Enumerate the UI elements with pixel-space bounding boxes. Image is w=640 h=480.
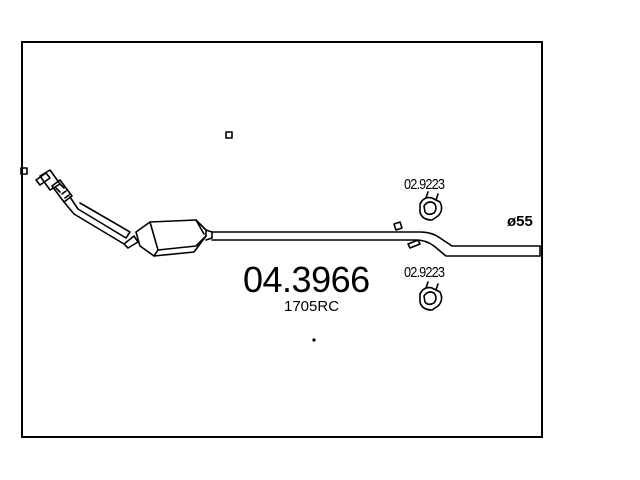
marker-square-top bbox=[225, 131, 233, 139]
main-pipe bbox=[211, 231, 541, 257]
inlet-flex-pipe bbox=[35, 169, 139, 249]
clamp-lower-icon bbox=[419, 281, 443, 311]
part-number: 04.3966 bbox=[243, 259, 370, 300]
drawing-frame bbox=[21, 41, 543, 438]
diameter-label: ø55 bbox=[507, 213, 533, 230]
marker-dot bbox=[312, 338, 316, 342]
marker-square-left bbox=[20, 167, 28, 175]
clamp-upper-icon bbox=[419, 191, 443, 221]
clamp-upper-label: 02.9223 bbox=[404, 176, 445, 193]
catalytic-converter bbox=[135, 219, 213, 257]
clamp-lower-label: 02.9223 bbox=[404, 264, 445, 281]
pipe-hanger bbox=[393, 221, 421, 249]
reference-code: 1705RC bbox=[284, 298, 340, 315]
